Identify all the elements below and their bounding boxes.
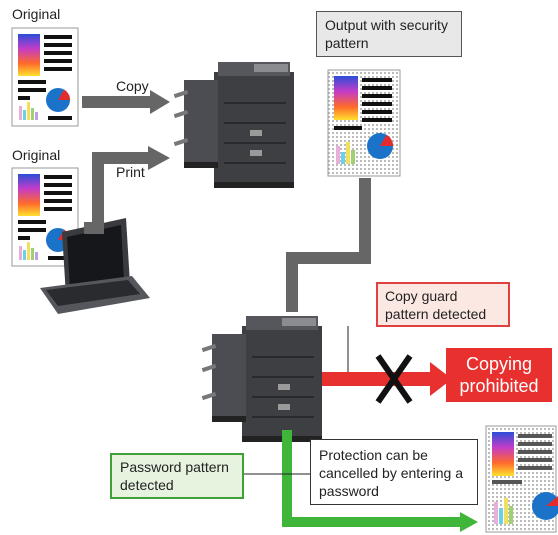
original-document-top — [11, 27, 79, 127]
output-callout: Output with security pattern — [316, 11, 462, 57]
blocked-x-icon — [375, 354, 413, 404]
copy-label: Copy — [116, 78, 149, 94]
copy-arrow — [82, 90, 170, 114]
copying-prohibited-text: Copying prohibited — [459, 354, 539, 396]
output-document — [327, 69, 401, 177]
final-document — [485, 425, 558, 533]
output-connector-arrow — [286, 178, 371, 312]
prohibited-arrow — [322, 362, 452, 396]
mfp-bottom — [201, 316, 322, 442]
output-callout-text: Output with security pattern — [325, 17, 448, 51]
print-arrow — [84, 146, 170, 234]
protection-callout: Protection can be cancelled by entering … — [310, 439, 478, 505]
copy-guard-callout: Copy guard pattern detected — [376, 282, 510, 327]
copy-guard-callout-text: Copy guard pattern detected — [385, 288, 487, 322]
copying-prohibited-badge: Copying prohibited — [446, 348, 552, 402]
mfp-top — [173, 62, 294, 188]
password-callout-text: Password pattern detected — [120, 459, 229, 493]
original-label-top: Original — [12, 6, 61, 22]
password-callout: Password pattern detected — [110, 453, 244, 499]
password-arrow — [282, 430, 478, 532]
original-label-bottom: Original — [12, 147, 61, 163]
laptop-icon — [40, 218, 150, 314]
protection-callout-text: Protection can be cancelled by entering … — [319, 447, 463, 499]
print-label: Print — [116, 164, 145, 180]
